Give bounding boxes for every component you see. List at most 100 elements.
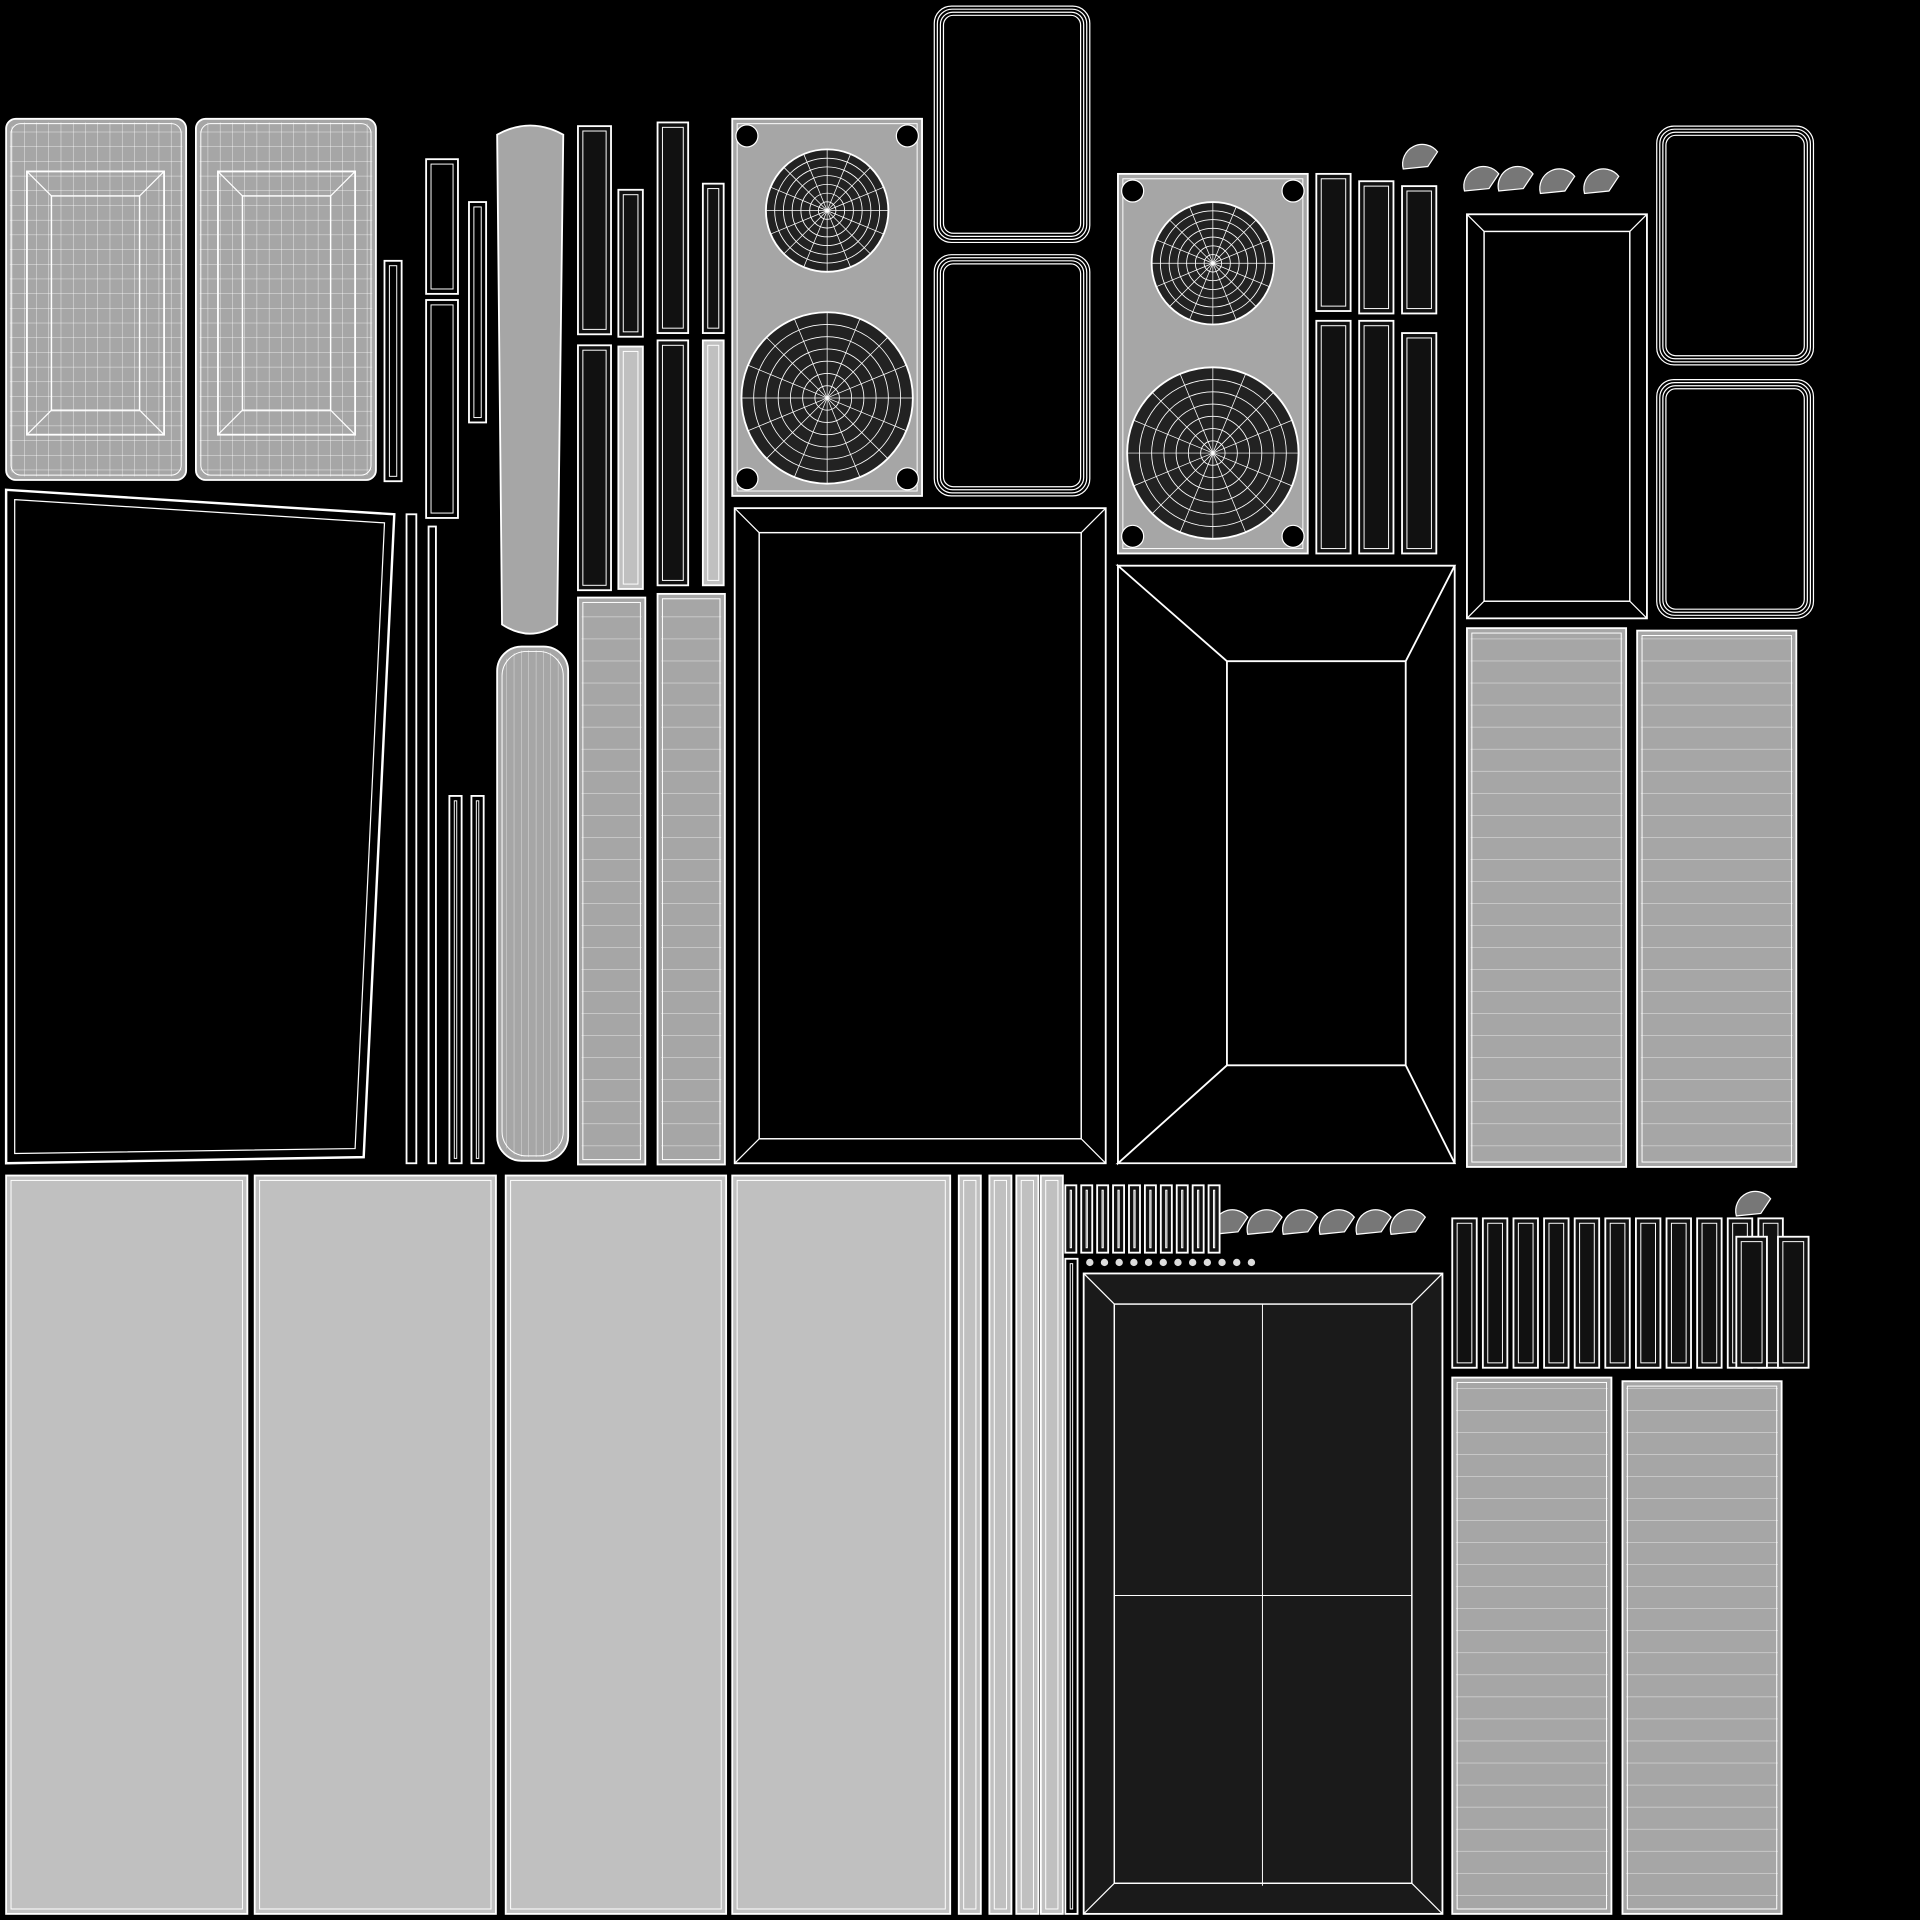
rail-island [1481, 1217, 1509, 1369]
fan-island [1539, 168, 1576, 195]
speaker-panel-island-2-tweeter-spoke [1212, 219, 1257, 264]
tall-strip-island-2-wire [661, 597, 722, 1161]
thin-strip-island [957, 1174, 982, 1915]
rail-island [577, 344, 612, 592]
strip-island [405, 513, 418, 1165]
rail-island-grey [617, 345, 644, 590]
speaker-panel-island-2-tweeter-spoke [1169, 263, 1214, 307]
thin-strip-island [1015, 1174, 1040, 1915]
speaker-panel-island-1-tweeter-spoke [827, 210, 884, 235]
rail-island [1604, 1217, 1631, 1369]
basket-2-floor [217, 170, 357, 436]
bottom-panel-island-1-inner [10, 1179, 243, 1910]
bezel-frame-island [1665, 388, 1805, 610]
rail-island [1401, 332, 1438, 555]
grid-panel-island-inner [1626, 1385, 1778, 1910]
speaker-panel-island-2-tweeter-spoke [1212, 263, 1257, 307]
rail-island-inner [1740, 1241, 1763, 1364]
rail-island-grey [701, 339, 725, 587]
thin-strip-island [1064, 1257, 1079, 1915]
speaker-panel-island-1-woofer-spoke [826, 337, 889, 399]
speaker-panel-island-1-woofer-spoke [827, 364, 907, 399]
bezel-frame-island [933, 5, 1091, 244]
rail-island [1665, 1217, 1692, 1369]
bezel-frame-island [1659, 382, 1812, 616]
rail-island-grey-inner [622, 350, 639, 585]
dot-island [1203, 1258, 1212, 1267]
strip-island [448, 795, 463, 1165]
rail-island [1401, 185, 1438, 315]
front-box-island-bevel [734, 507, 1107, 1164]
fan-island [1282, 1209, 1319, 1235]
fan-island [1497, 165, 1534, 192]
strip-island-inner [473, 206, 482, 419]
basket-1-floor-inner [50, 195, 141, 411]
speaker-panel-island-1-inner [736, 123, 918, 492]
bottom-panel-island-2-inner [259, 1179, 492, 1910]
rail-island [1696, 1217, 1723, 1369]
tall-strip-island-1-wire [581, 601, 642, 1161]
clip-island [1112, 1184, 1125, 1254]
rail-island-inner [1640, 1222, 1656, 1364]
bezel-frame-island [1662, 385, 1808, 613]
rail-island-inner [1406, 190, 1432, 310]
fan-island [1402, 143, 1439, 170]
thin-strip-island-inner [993, 1179, 1008, 1910]
speaker-panel-island-1-tweeter-spoke [803, 210, 828, 268]
speaker-panel-island-1-woofer-spoke [794, 397, 828, 478]
speaker-panel-island-2-woofer-spoke [1212, 452, 1246, 533]
dot-island [1144, 1258, 1153, 1267]
strip-island-inner [453, 800, 458, 1159]
speaker-panel-island-2-screw-hole [1281, 524, 1305, 548]
tall-strip-island-1-inner [582, 601, 641, 1161]
bottom-panel-island-4 [731, 1174, 952, 1915]
rail-island-grey-inner [707, 344, 720, 581]
rail-island [1358, 319, 1395, 555]
speaker-panel-island-1-woofer-spoke [826, 397, 861, 478]
grid-panel-island-wire [1626, 1384, 1778, 1911]
clip-island [1191, 1184, 1205, 1254]
rail-island-inner [661, 344, 684, 581]
bezel-frame-island [939, 11, 1085, 237]
basket-1-floor-bevel [26, 170, 165, 436]
thin-strip-island-inner [1045, 1179, 1059, 1910]
speaker-panel-island-1-tweeter-spoke [827, 186, 884, 211]
speaker-panel-island-2-screw-hole [1121, 524, 1145, 548]
speaker-panel-island-2-tweeter-spoke [1169, 219, 1214, 264]
fan-island [1463, 165, 1500, 192]
thin-strip-island-inner [1020, 1179, 1034, 1910]
clip-island [1143, 1184, 1157, 1254]
bezel-frame-island [939, 260, 1085, 491]
grid-panel-island-wire [1455, 1381, 1608, 1911]
rail-island-inner [707, 188, 720, 329]
dot-island [1218, 1258, 1226, 1267]
clip-island-inner [1133, 1189, 1136, 1249]
speaker-panel-island-1-woofer-spoke [747, 397, 828, 432]
strip-island-inner [388, 265, 398, 477]
rail-island [701, 182, 725, 334]
speaker-panel-island-2-woofer-spoke [1212, 419, 1293, 454]
rail-island-inner [1670, 1222, 1687, 1364]
basket-2-floor-inner [241, 195, 332, 411]
speaker-panel-island-1-tweeter-spoke [783, 167, 828, 211]
rail-island-inner [1548, 1222, 1565, 1364]
bezel-frame-island [942, 14, 1082, 234]
speaker-panel-island-1-screw-hole [735, 124, 759, 148]
clip-island [1159, 1184, 1173, 1254]
rail-island-inner [1782, 1241, 1805, 1364]
dot-island [1115, 1258, 1123, 1267]
bezel-frame-island [936, 8, 1088, 240]
strip-island-inner [430, 163, 454, 290]
speaker-panel-island-1-woofer-spoke [794, 318, 828, 399]
speaker-panel-island-2-screw-hole [1121, 179, 1145, 203]
rail-island-inner [661, 126, 684, 329]
dot-island [1159, 1258, 1167, 1267]
bottom-panel-island-3 [504, 1174, 728, 1915]
strip-island [468, 201, 488, 424]
strip-island-inner [430, 304, 454, 514]
clip-island-inner [1181, 1189, 1184, 1249]
clip-island-inner [1069, 1189, 1072, 1249]
rail-island-inner [1320, 178, 1347, 307]
speaker-panel-island-2-woofer-spoke [1212, 392, 1274, 454]
